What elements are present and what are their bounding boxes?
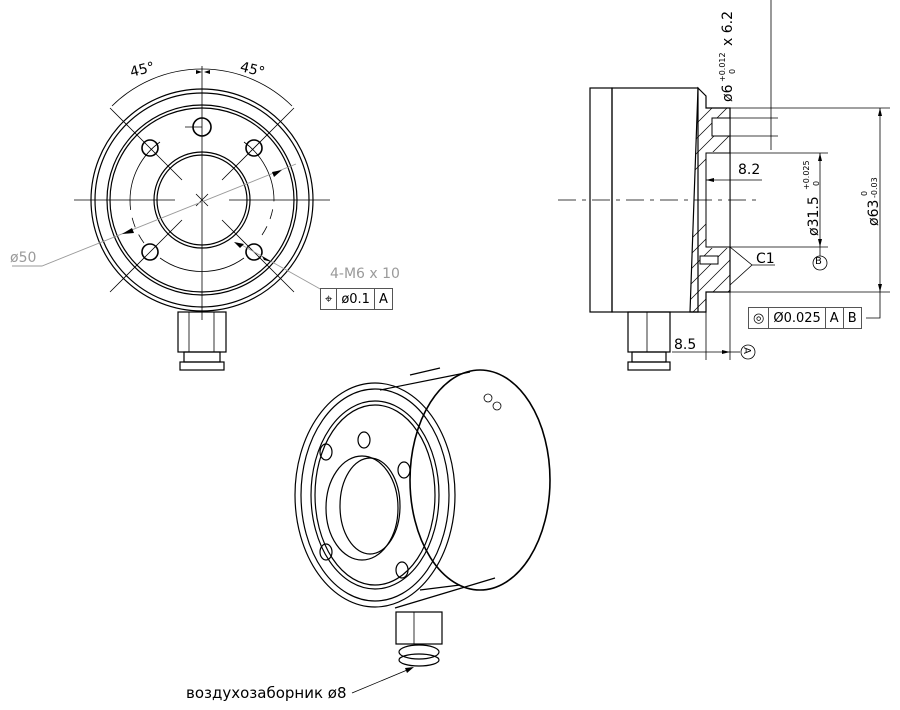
thread-spec-label: 4-M6 x 10 [330,266,400,282]
isometric-view [294,367,551,694]
outer-tol-lower: -0.03 [870,177,879,198]
bore-diameter: ø31.5 [806,196,822,236]
bore-tol-upper: +0.025 [802,160,811,190]
position-tolerance-frame: ⌖ ø0.1 A [320,288,393,310]
datum-a-marker: A [740,347,752,354]
concentricity-symbol-icon: ◎ [749,308,770,328]
side-view [558,0,890,371]
position-tolerance-value: ø0.1 [337,289,375,309]
position-datum: A [378,291,388,307]
front-view [12,66,330,371]
recess-depth-label: 8.2 [738,162,761,178]
outer-diameter: ø63 [866,199,882,226]
concentricity-datum-b: B [847,310,857,326]
pin-hole-diameter: ø6 [720,84,736,102]
outer-tol-upper: 0 [860,190,869,196]
pin-hole-tol-upper: +0.012 [718,52,727,82]
bore-tol-lower: 0 [812,180,821,186]
position-symbol-icon: ⌖ [321,289,338,309]
concentricity-tolerance-value: Ø0.025 [769,308,826,328]
air-inlet-label: воздухозаборник ø8 [186,684,347,702]
datum-b-marker: B [815,256,822,267]
concentricity-datum-a: A [826,308,844,328]
pin-hole-depth: x 6.2 [720,11,736,46]
pin-hole-tol-lower: 0 [728,68,737,74]
chamfer-label: C1 [756,251,775,267]
diameter-50-label: ø50 [10,250,37,266]
concentricity-tolerance-frame: ◎ Ø0.025 A B [748,307,862,329]
flange-offset-label: 8.5 [674,337,697,353]
